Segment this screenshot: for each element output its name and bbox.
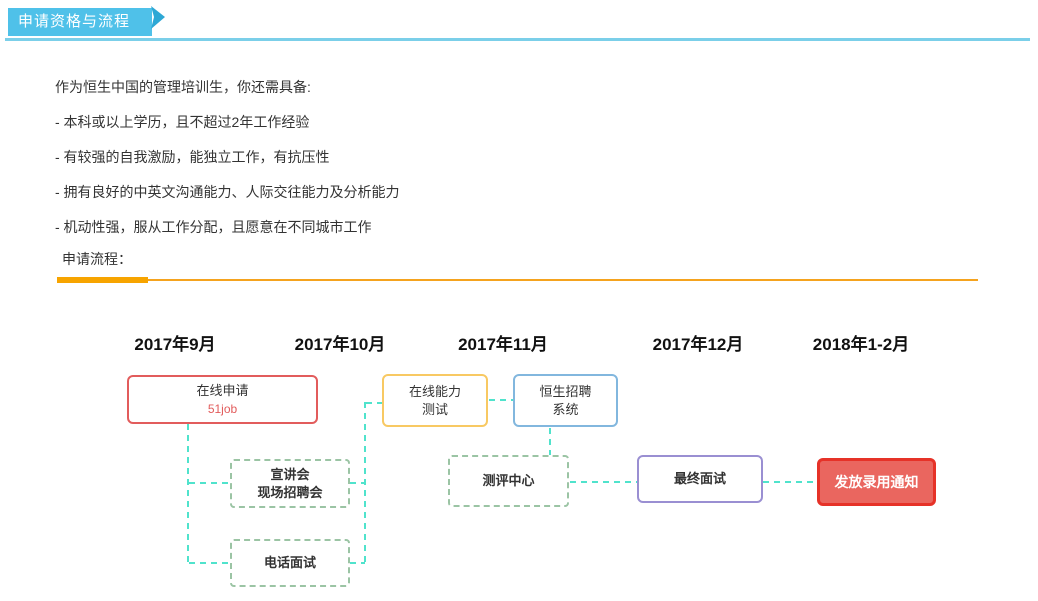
flow-node-label: 在线申请 (196, 383, 249, 399)
intro-bullet: - 机动性强，服从工作分配，且愿意在不同城市工作 (55, 219, 372, 235)
flow-node-label: 现场招聘会 (257, 484, 323, 500)
intro-bullet: - 拥有良好的中英文沟通能力、人际交往能力及分析能力 (55, 184, 400, 200)
timeline-month-jan-feb: 2018年1-2月 (812, 335, 910, 354)
connector (364, 402, 366, 564)
page-title: 申请资格与流程 (8, 8, 152, 36)
flow-node-label: 恒生招聘 (539, 383, 592, 399)
intro-bullet: - 本科或以上学历，且不超过2年工作经验 (55, 114, 310, 130)
banner-arrow-icon (151, 6, 165, 29)
flow-node-label: 测评中心 (482, 473, 535, 489)
timeline-month-nov: 2017年11月 (458, 335, 548, 354)
flow-node-final-interview: 最终面试 (637, 455, 763, 503)
connector (570, 481, 637, 483)
intro-lead: 作为恒生中国的管理培训生，你还需具备: (55, 79, 311, 95)
connector (189, 562, 230, 564)
flow-node-label: 测试 (421, 401, 448, 417)
timeline-month-dec: 2017年12月 (652, 335, 744, 354)
flow-node-online-test: 在线能力 测试 (382, 374, 488, 427)
flow-node-assessment-center: 测评中心 (448, 455, 569, 507)
section-title: 申请流程： (62, 251, 132, 267)
flow-node-offer-notice: 发放录用通知 (817, 458, 936, 506)
51job-link[interactable]: 51job (207, 401, 238, 416)
intro-text: 作为恒生中国的管理培训生，你还需具备: - 本科或以上学历，且不超过2年工作经验… (55, 70, 400, 245)
flow-node-hs-recruit-system: 恒生招聘 系统 (513, 374, 618, 427)
flow-node-label: 电话面试 (263, 555, 316, 571)
section-rule (148, 279, 978, 281)
connector (549, 428, 551, 455)
timeline-month-oct: 2017年10月 (294, 335, 386, 354)
connector (189, 482, 230, 484)
flow-node-label: 在线能力 (408, 383, 461, 399)
connector (350, 482, 365, 484)
intro-bullet: - 有较强的自我激励，能独立工作，有抗压性 (55, 149, 330, 165)
connector (763, 481, 817, 483)
flow-node-label: 发放录用通知 (834, 473, 919, 490)
connector (187, 424, 189, 563)
flow-node-online-apply: 在线申请 51job (127, 375, 318, 424)
flow-node-label: 最终面试 (673, 471, 726, 487)
connector (350, 562, 365, 564)
timeline-month-sep: 2017年9月 (134, 335, 216, 354)
flow-node-label: 系统 (552, 401, 579, 417)
connector (366, 402, 383, 404)
header-divider (5, 38, 1030, 41)
flow-node-phone-interview: 电话面试 (230, 539, 350, 587)
section-rule-accent (57, 277, 148, 283)
flow-node-label: 宣讲会 (270, 466, 310, 482)
flow-node-info-session: 宣讲会 现场招聘会 (230, 459, 350, 508)
connector (489, 399, 513, 401)
